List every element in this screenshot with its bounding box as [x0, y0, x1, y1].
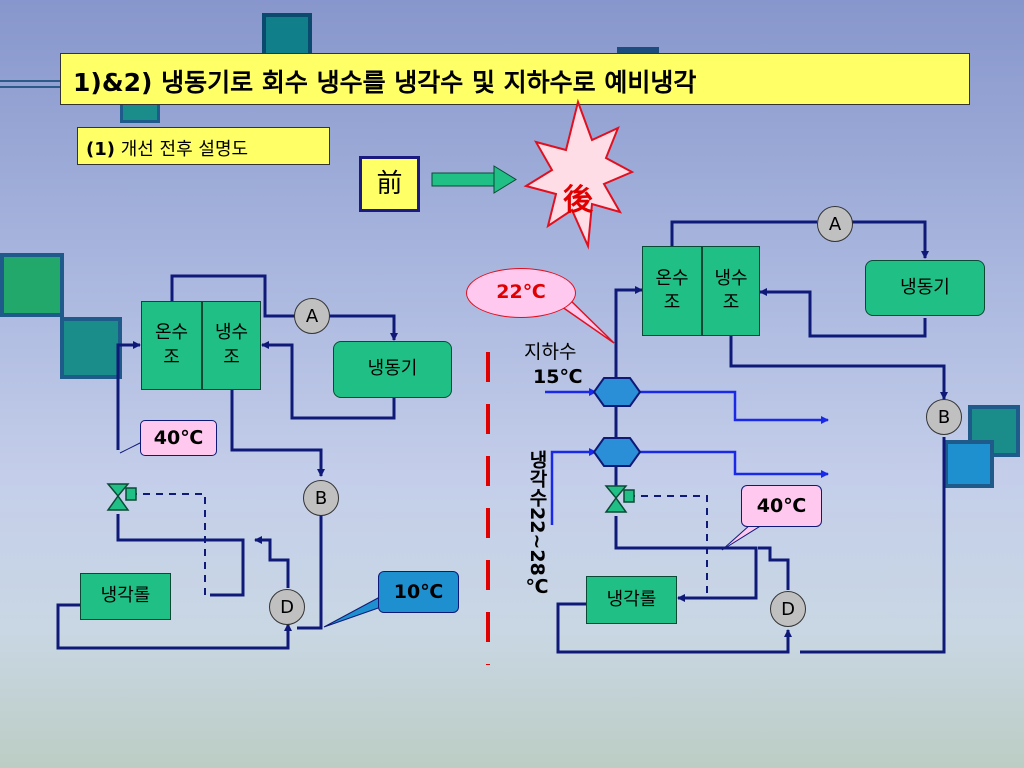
- decor-line: [0, 80, 62, 88]
- decor-square: [60, 317, 122, 379]
- right-supply-lines: [545, 388, 829, 525]
- right-temp-22-callout: 22℃: [466, 268, 576, 318]
- right-pipes: [556, 220, 948, 654]
- after-starburst: [523, 98, 635, 250]
- groundwater-exchanger-icon: [592, 377, 642, 407]
- left-valve-icon: [106, 483, 137, 511]
- decor-square: [944, 440, 994, 488]
- left-temp-40-callout: 40℃: [140, 420, 217, 456]
- left-10-callout-tail: [323, 597, 385, 628]
- right-node-a: A: [817, 206, 853, 242]
- section-subtitle: (1) 개선 전후 설명도: [77, 127, 330, 165]
- left-node-a: A: [294, 298, 330, 334]
- left-pipes: [56, 274, 398, 650]
- right-cooling-coil: 냉각롤: [586, 576, 677, 624]
- coolingwater-exchanger-icon: [592, 437, 642, 467]
- right-control-line: [628, 495, 708, 597]
- before-label: 前: [359, 156, 420, 212]
- left-node-d: D: [269, 589, 305, 625]
- left-temp-10-callout: 10℃: [378, 571, 459, 613]
- right-temp-40-callout: 40℃: [741, 485, 822, 527]
- left-hot-tank: 온수 조: [141, 301, 202, 390]
- page-title: 1)&2) 냉동기로 회수 냉수를 냉각수 및 지하수로 예비냉각: [60, 53, 970, 105]
- left-chiller: 냉동기: [333, 341, 452, 398]
- before-after-arrow: [431, 165, 517, 194]
- right-hot-tank: 온수 조: [642, 246, 702, 336]
- groundwater-temp: 15℃: [533, 366, 583, 388]
- groundwater-label: 지하수: [524, 341, 577, 363]
- right-node-d: D: [770, 591, 806, 627]
- left-cold-tank: 냉수 조: [202, 301, 261, 390]
- right-chiller: 냉동기: [865, 260, 985, 316]
- right-valve-icon: [604, 485, 635, 513]
- cooling-water-label: 냉각수22~28℃: [526, 450, 548, 598]
- after-label: 後: [563, 183, 593, 218]
- right-node-b: B: [926, 399, 962, 435]
- left-control-line: [130, 493, 206, 597]
- left-cooling-coil: 냉각롤: [80, 573, 171, 620]
- decor-square: [0, 253, 64, 317]
- left-node-b: B: [303, 480, 339, 516]
- right-cold-tank: 냉수 조: [702, 246, 760, 336]
